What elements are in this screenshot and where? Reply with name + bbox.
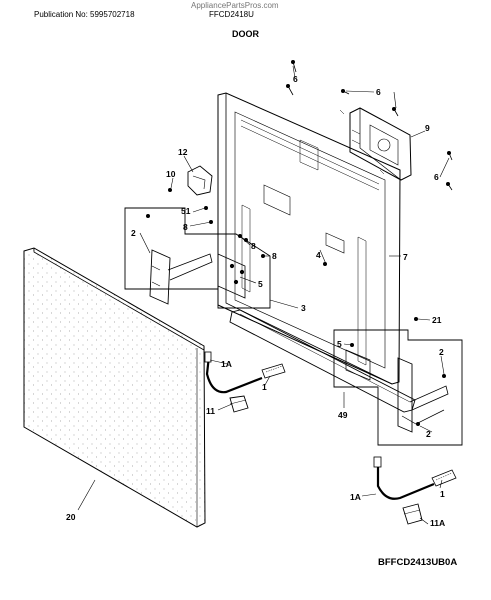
leader-lines xyxy=(77,65,450,525)
dispenser-assembly xyxy=(349,107,412,181)
left-hinge-box xyxy=(124,207,271,309)
callout-11: 11 xyxy=(206,406,215,416)
callout-2: 2 xyxy=(439,347,444,357)
callout-49: 49 xyxy=(338,410,348,420)
callout-8: 8 xyxy=(251,241,256,251)
right-hinge-box xyxy=(333,329,463,446)
callout-7: 7 xyxy=(403,252,408,262)
left-hinge xyxy=(149,249,246,305)
callout-8: 8 xyxy=(272,251,277,261)
callout-2: 2 xyxy=(131,228,136,238)
screws xyxy=(145,60,453,426)
callout-12: 12 xyxy=(178,147,188,157)
section-title: DOOR xyxy=(232,29,259,39)
callout-20: 20 xyxy=(66,512,76,522)
clip-11a xyxy=(402,503,423,525)
callout-1: 1 xyxy=(262,382,267,392)
callout-3: 3 xyxy=(301,303,306,313)
callout-1: 1 xyxy=(440,489,445,499)
diagram-code: BFFCD2413UB0A xyxy=(378,557,458,568)
clip-11 xyxy=(229,395,249,413)
callout-6: 6 xyxy=(376,87,381,97)
model-number: FFCD2418U xyxy=(209,10,254,19)
publication-number: Publication No: 5995702718 xyxy=(34,10,135,19)
callout-51: 51 xyxy=(181,206,191,216)
callout-10: 10 xyxy=(166,169,176,179)
wire-harness-left xyxy=(204,351,286,394)
callout-8: 8 xyxy=(183,222,188,232)
callout-21: 21 xyxy=(432,315,442,325)
callout-6: 6 xyxy=(434,172,439,182)
callout-5: 5 xyxy=(258,279,263,289)
callout-4: 4 xyxy=(316,250,321,260)
callout-1a: 1A xyxy=(221,359,232,369)
watermark: AppliancePartsPros.com xyxy=(191,1,279,10)
wire-harness-right xyxy=(373,456,457,500)
callout-11a: 11A xyxy=(430,518,445,528)
callout-6: 6 xyxy=(293,74,298,84)
callout-2: 2 xyxy=(426,429,431,439)
door-switch xyxy=(187,165,213,196)
outer-door-panel xyxy=(23,247,206,528)
callout-1a: 1A xyxy=(350,492,361,502)
right-hinge xyxy=(345,349,449,433)
door-strip xyxy=(229,309,416,413)
callout-9: 9 xyxy=(425,123,430,133)
callout-5: 5 xyxy=(337,339,342,349)
